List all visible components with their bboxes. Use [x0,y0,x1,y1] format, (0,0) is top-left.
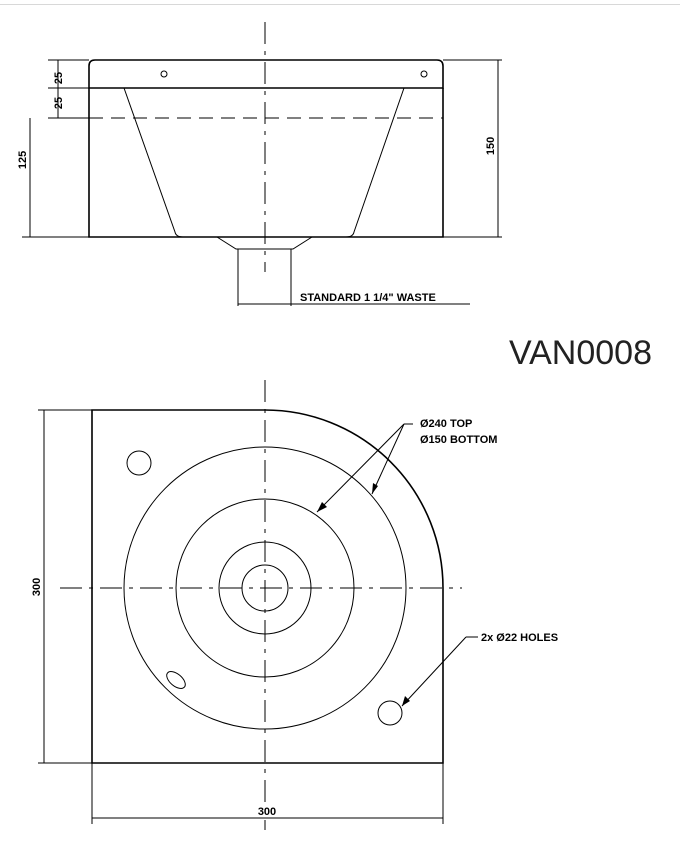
plan-outline [91,409,444,764]
arrow-bottom [317,502,327,512]
mounting-hole-top-left [126,450,152,476]
plan-dim-height: 300 [31,578,43,596]
plan-dim-width: 300 [258,806,276,818]
arrow-top [372,483,378,494]
dim-second-band: 25 [53,97,65,109]
leader-to-top [371,423,405,495]
mounting-hole-bottom-right [377,700,403,726]
top-flange [88,59,444,89]
leader-to-bottom [316,423,405,513]
circle-waste-inner [241,564,289,612]
callout-top-label: Ø240 TOP [420,418,472,430]
dim-overall-height: 150 [485,137,497,155]
waste-outlet [216,236,313,250]
circle-waste-outer [218,541,312,635]
flange-hole-right [420,70,428,78]
holes-leader [401,636,467,707]
waste-label: STANDARD 1 1/4" WASTE [300,292,436,304]
product-code: VAN0008 [509,334,652,372]
dim-bowl-depth: 125 [17,151,29,169]
bowl-taper [123,87,405,238]
side-elevation-view: STANDARD 1 1/4" WASTE 25 25 125 150 [17,22,502,306]
dim-top-flange: 25 [53,72,65,84]
holes-arrow [402,696,410,706]
callout-bottom-label: Ø150 BOTTOM [420,434,497,446]
circle-top-rim [123,446,407,730]
flange-hole-left [160,70,168,78]
circle-bottom [175,498,355,678]
holes-label: 2x Ø22 HOLES [481,632,558,644]
plan-view: Ø240 TOP Ø150 BOTTOM 2x Ø22 HOLES 300 30… [31,380,558,830]
body-outline [88,88,444,238]
overflow-slot [166,671,186,689]
